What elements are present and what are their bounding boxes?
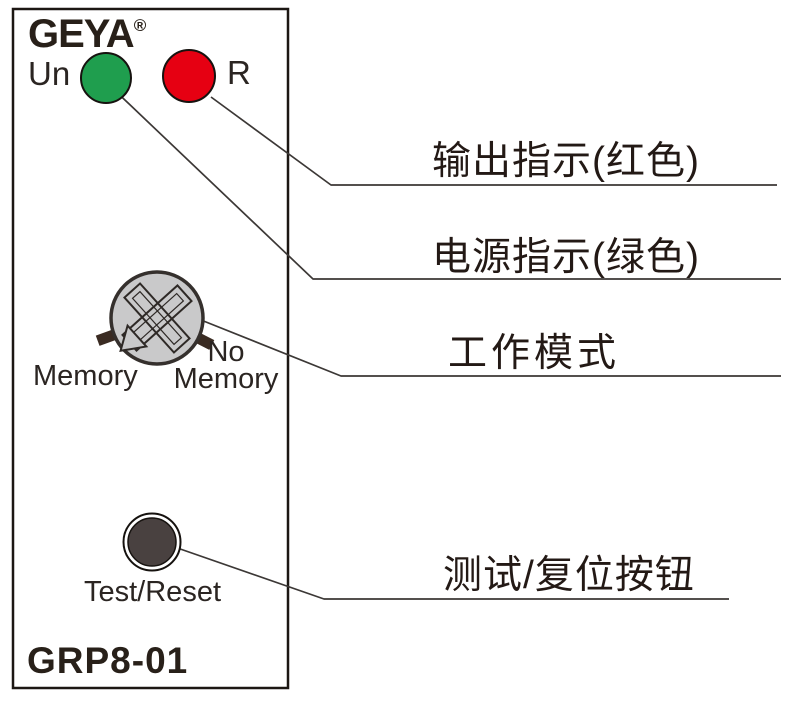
callout-line-work-mode bbox=[200, 319, 781, 377]
registered-trademark-mark: ® bbox=[133, 16, 147, 35]
output-led-red-icon bbox=[162, 49, 216, 103]
brand-logo: GEYA® bbox=[28, 12, 146, 57]
callout-lines bbox=[105, 81, 781, 600]
model-number-label: GRP8-01 bbox=[27, 640, 189, 681]
knob-memory-label: Memory bbox=[33, 360, 138, 392]
knob-arrow-icon bbox=[119, 282, 193, 354]
callout-work-mode-label: 工作模式 bbox=[448, 332, 621, 375]
power-led-label: Un bbox=[28, 55, 71, 92]
callout-output-indicator-label: 输出指示(红色) bbox=[432, 140, 700, 183]
brand-text: GEYA bbox=[28, 12, 135, 56]
power-led-green-icon bbox=[80, 52, 132, 104]
callout-test-reset-button-label: 测试/复位按钮 bbox=[443, 554, 695, 597]
callout-line-output-indicator bbox=[210, 96, 777, 186]
output-led-label: R bbox=[227, 54, 251, 91]
test-reset-button-icon bbox=[127, 517, 177, 567]
knob-no-memory-label: No Memory bbox=[173, 336, 279, 395]
callout-line-power-indicator bbox=[105, 81, 781, 280]
test-reset-label: Test/Reset bbox=[84, 576, 221, 608]
callout-line-test-reset bbox=[162, 542, 729, 600]
callout-power-indicator-label: 电源指示(绿色) bbox=[432, 236, 700, 279]
